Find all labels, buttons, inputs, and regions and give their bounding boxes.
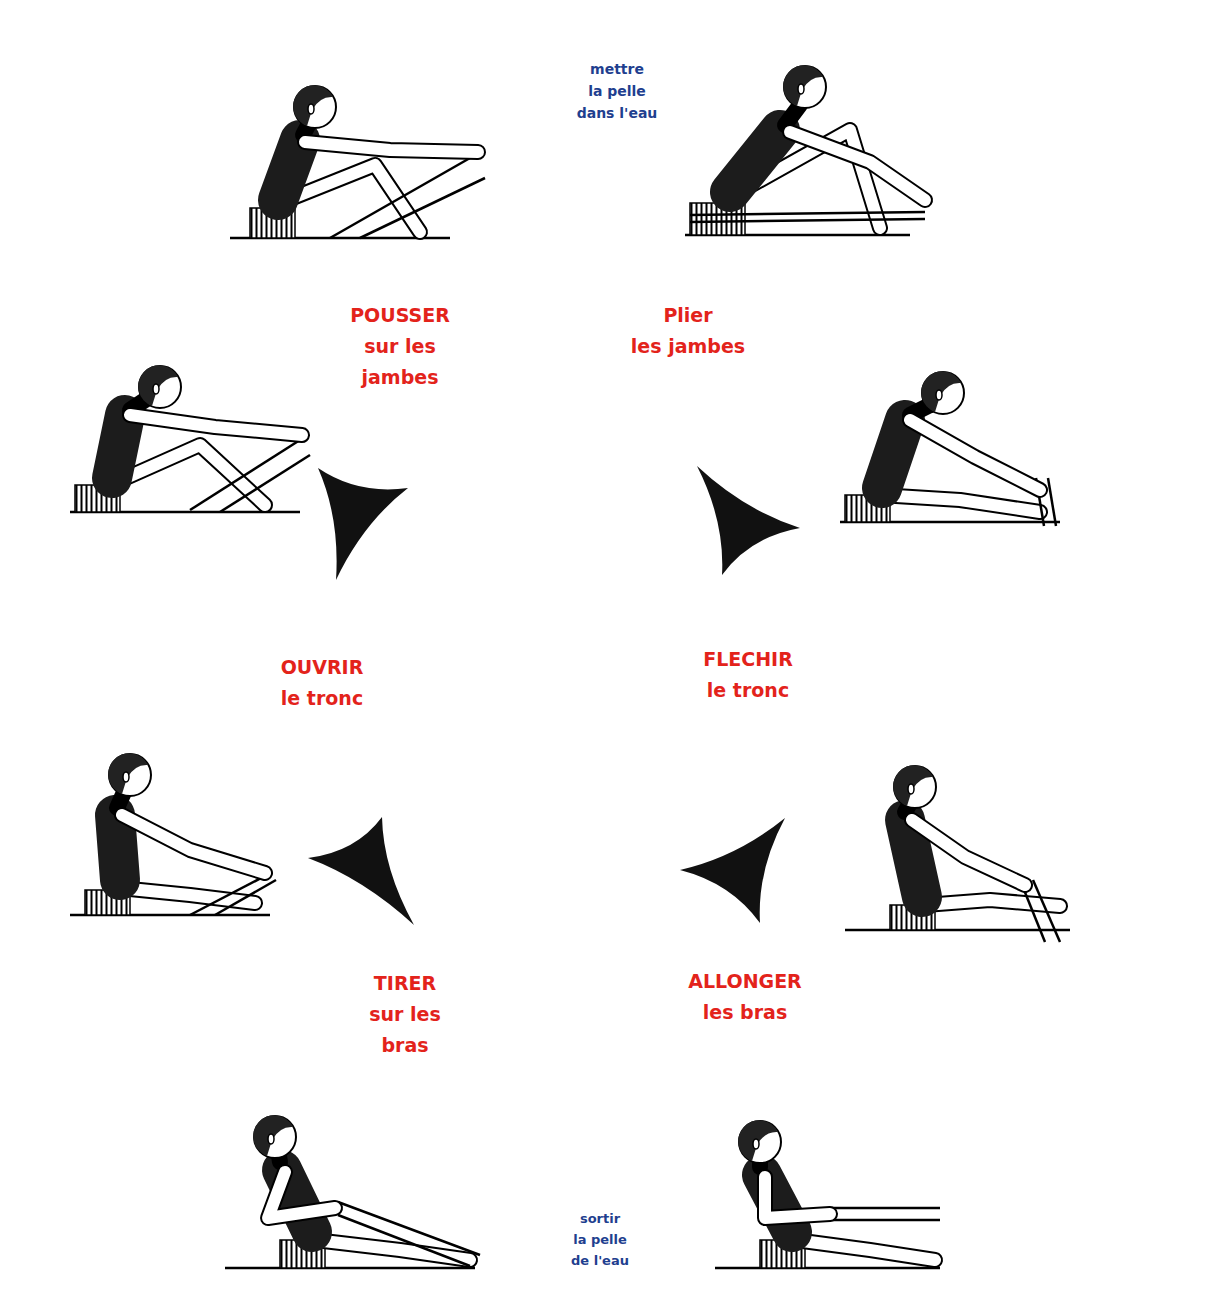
rower-figure [715,1120,940,1268]
action-note: sortir la pelle de l'eau [571,1208,629,1271]
label-line: de l'eau [571,1250,629,1271]
label-line: le tronc [281,683,364,714]
label-line: sur les [369,999,441,1030]
cycle-arrow [318,468,408,580]
label-line: TIRER [369,968,441,999]
rower-figure [70,365,310,512]
label-line: FLECHIR [703,644,793,675]
label-line: OUVRIR [281,652,364,683]
label-line: la pelle [577,80,658,102]
phase-label: ALLONGER les bras [688,966,802,1028]
rower-figure [840,371,1060,526]
cycle-arrow [680,818,785,923]
label-line: jambes [350,362,450,393]
label-line: bras [369,1030,441,1061]
action-note: mettre la pelle dans l'eau [577,58,658,124]
label-line: la pelle [571,1229,629,1250]
phase-label: POUSSER sur les jambes [350,300,450,393]
label-line: POUSSER [350,300,450,331]
cycle-arrow [308,817,414,925]
label-line: sur les [350,331,450,362]
label-line: les bras [688,997,802,1028]
label-line: dans l'eau [577,102,658,124]
label-line: mettre [577,58,658,80]
label-line: ALLONGER [688,966,802,997]
rower-figure [230,85,485,238]
phase-label: OUVRIR le tronc [281,652,364,714]
label-line: sortir [571,1208,629,1229]
label-line: les jambes [631,331,745,362]
rower-figure [70,753,276,915]
rower-figure [685,65,925,235]
phase-label: FLECHIR le tronc [703,644,793,706]
label-line: le tronc [703,675,793,706]
cycle-arrow [697,466,800,575]
rower-figure [225,1115,480,1268]
label-line: Plier [631,300,745,331]
phase-label: Plier les jambes [631,300,745,362]
rower-figure [845,765,1070,942]
phase-label: TIRER sur les bras [369,968,441,1061]
